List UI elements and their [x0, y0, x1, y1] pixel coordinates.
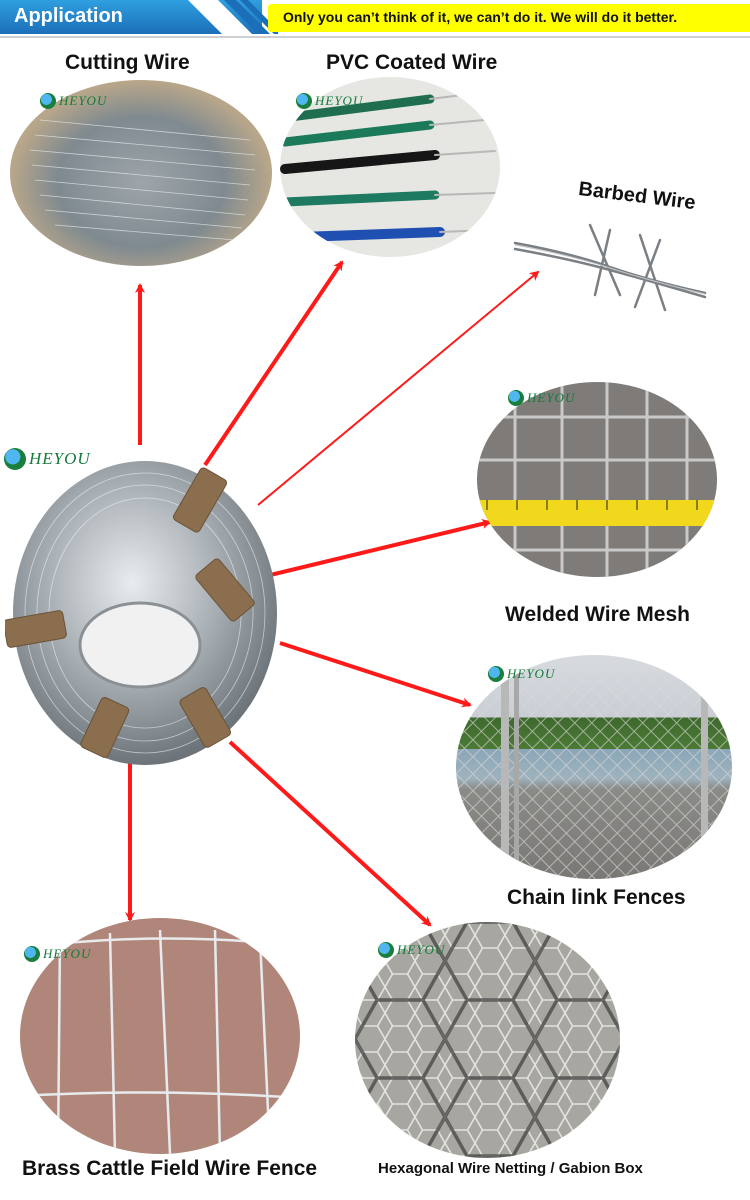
heyou-logo-chain: HEYOU — [488, 666, 555, 682]
heyou-logo-cutting: HEYOU — [40, 93, 107, 109]
arrow-to-hexagonal-netting — [228, 740, 432, 927]
photo-cattle-fence — [20, 918, 300, 1154]
photo-hexagonal-netting — [355, 922, 620, 1158]
arrow-to-barbed-wire — [257, 270, 540, 506]
heyou-logo-icon — [40, 93, 56, 109]
label-chain-link-fences: Chain link Fences — [507, 886, 686, 909]
heyou-logo-icon — [4, 448, 26, 470]
photo-chain-link-fences — [456, 655, 732, 879]
heyou-logo-cattle: HEYOU — [24, 946, 91, 962]
heyou-logo-icon — [508, 390, 524, 406]
heyou-logo-icon — [378, 942, 394, 958]
arrow-to-welded-wire-mesh — [261, 519, 492, 579]
heyou-logo-icon — [24, 946, 40, 962]
photo-welded-wire-mesh — [477, 382, 717, 577]
heyou-logo-icon — [296, 93, 312, 109]
arrow-to-chain-link-fences — [279, 641, 472, 708]
photo-galvanized-wire-coil — [5, 461, 277, 765]
photo-cutting-wire — [10, 80, 272, 266]
label-welded-wire-mesh: Welded Wire Mesh — [505, 603, 690, 626]
arrow-to-pvc-coated-wire — [203, 260, 344, 467]
heyou-logo-hex: HEYOU — [378, 942, 445, 958]
heyou-logo-welded: HEYOU — [508, 390, 575, 406]
photo-barbed-wire — [513, 223, 707, 312]
label-cutting-wire: Cutting Wire — [65, 51, 190, 74]
heyou-logo-pvc: HEYOU — [296, 93, 363, 109]
label-cattle-fence: Brass Cattle Field Wire Fence — [22, 1157, 318, 1180]
page-title: Application — [14, 5, 123, 27]
label-hexagonal-netting: Hexagonal Wire Netting / Gabion Box — [378, 1160, 643, 1177]
label-pvc-coated-wire: PVC Coated Wire — [326, 51, 498, 74]
slogan-text: Only you can’t think of it, we can’t do … — [283, 9, 678, 25]
heyou-logo-icon — [488, 666, 504, 682]
heyou-logo-center: HEYOU — [4, 448, 91, 470]
slogan-banner — [268, 4, 750, 32]
photo-pvc-coated-wire — [280, 77, 500, 257]
header-divider — [0, 36, 750, 38]
